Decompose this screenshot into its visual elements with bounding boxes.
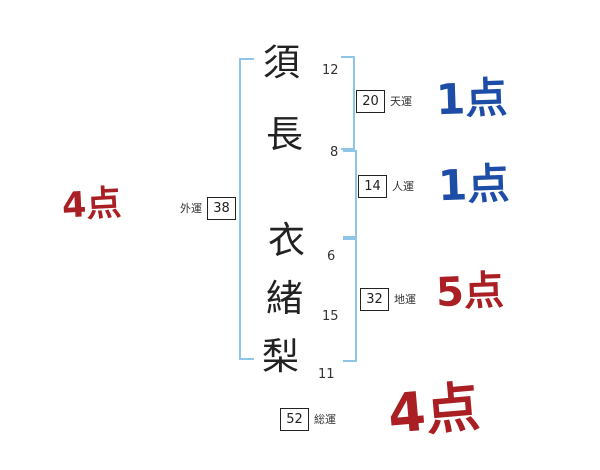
chiun-label: 地運 [394, 293, 416, 306]
gaiun-score: 4点 [60, 183, 123, 227]
tenun-label: 天運 [390, 95, 412, 108]
chiun-score: 5点 [435, 267, 505, 317]
stroke-count-4: 15 [322, 309, 339, 324]
tenun-value-box: 20 [356, 90, 385, 113]
name-char-5: 梨 [262, 335, 299, 378]
jinun-label: 人運 [392, 180, 414, 193]
jinun-value-box: 14 [358, 175, 387, 198]
soun-value-box: 52 [280, 408, 309, 431]
chiun-group: 32 地運 [360, 288, 416, 311]
chiun-bracket [343, 238, 357, 362]
name-char-2: 長 [266, 113, 303, 156]
tenun-group: 20 天運 [356, 90, 412, 113]
gaiun-value-box: 38 [207, 197, 236, 220]
name-char-1: 須 [263, 41, 300, 84]
stroke-count-2: 8 [330, 145, 339, 160]
soun-score: 4点 [385, 375, 483, 446]
gaiun-label: 外運 [180, 202, 202, 215]
gaiun-group: 外運 38 [180, 197, 236, 220]
soun-group: 52 総運 [280, 408, 336, 431]
stroke-count-1: 12 [322, 63, 339, 78]
jinun-bracket [343, 150, 357, 238]
chiun-value-box: 32 [360, 288, 389, 311]
jinun-score: 1点 [437, 158, 511, 211]
name-char-3: 衣 [268, 219, 305, 262]
jinun-group: 14 人運 [358, 175, 414, 198]
stroke-count-5: 11 [318, 367, 335, 382]
tenun-score: 1点 [435, 72, 509, 125]
soun-label: 総運 [314, 413, 336, 426]
name-char-4: 緒 [266, 277, 303, 320]
stroke-count-3: 6 [327, 249, 336, 264]
tenun-bracket [341, 56, 355, 150]
gaiun-bracket [239, 58, 254, 360]
